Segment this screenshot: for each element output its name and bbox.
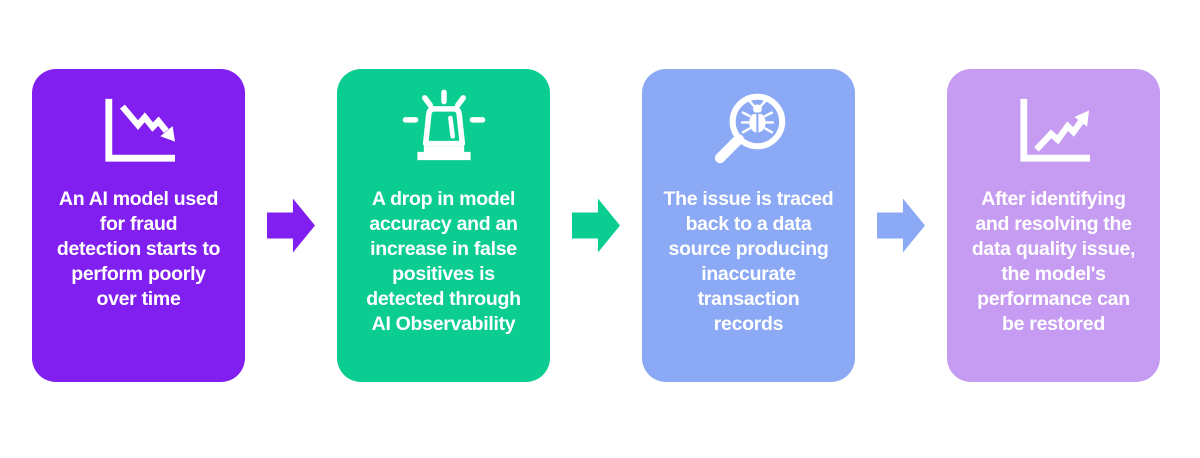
step-2-icon-area bbox=[400, 87, 488, 171]
step-3-text: The issue is traced back to a data sourc… bbox=[663, 188, 834, 335]
step-4-text: After identifying and resolving the data… bbox=[971, 188, 1136, 335]
declining-line-chart-icon bbox=[104, 98, 175, 162]
arrow-2 bbox=[572, 198, 620, 253]
step-1-icon-area bbox=[98, 87, 180, 171]
step-card-2: A drop in model accuracy and an increase… bbox=[337, 69, 550, 382]
step-card-1: An AI model used for fraud detection sta… bbox=[32, 69, 245, 382]
arrow-1 bbox=[267, 198, 315, 253]
step-card-4: After identifying and resolving the data… bbox=[947, 69, 1160, 382]
step-2-text: A drop in model accuracy and an increase… bbox=[366, 188, 521, 335]
arrow-3 bbox=[877, 198, 925, 253]
flow-row: An AI model used for fraud detection sta… bbox=[32, 69, 1160, 382]
step-3-icon-area bbox=[704, 87, 794, 171]
rising-line-chart-icon bbox=[1019, 98, 1090, 162]
step-4-icon-area bbox=[1013, 87, 1095, 171]
alarm-siren-icon bbox=[402, 89, 485, 161]
step-card-3: The issue is traced back to a data sourc… bbox=[642, 69, 855, 382]
bug-magnifier-icon bbox=[714, 93, 785, 164]
step-1-text: An AI model used for fraud detection sta… bbox=[56, 188, 221, 310]
